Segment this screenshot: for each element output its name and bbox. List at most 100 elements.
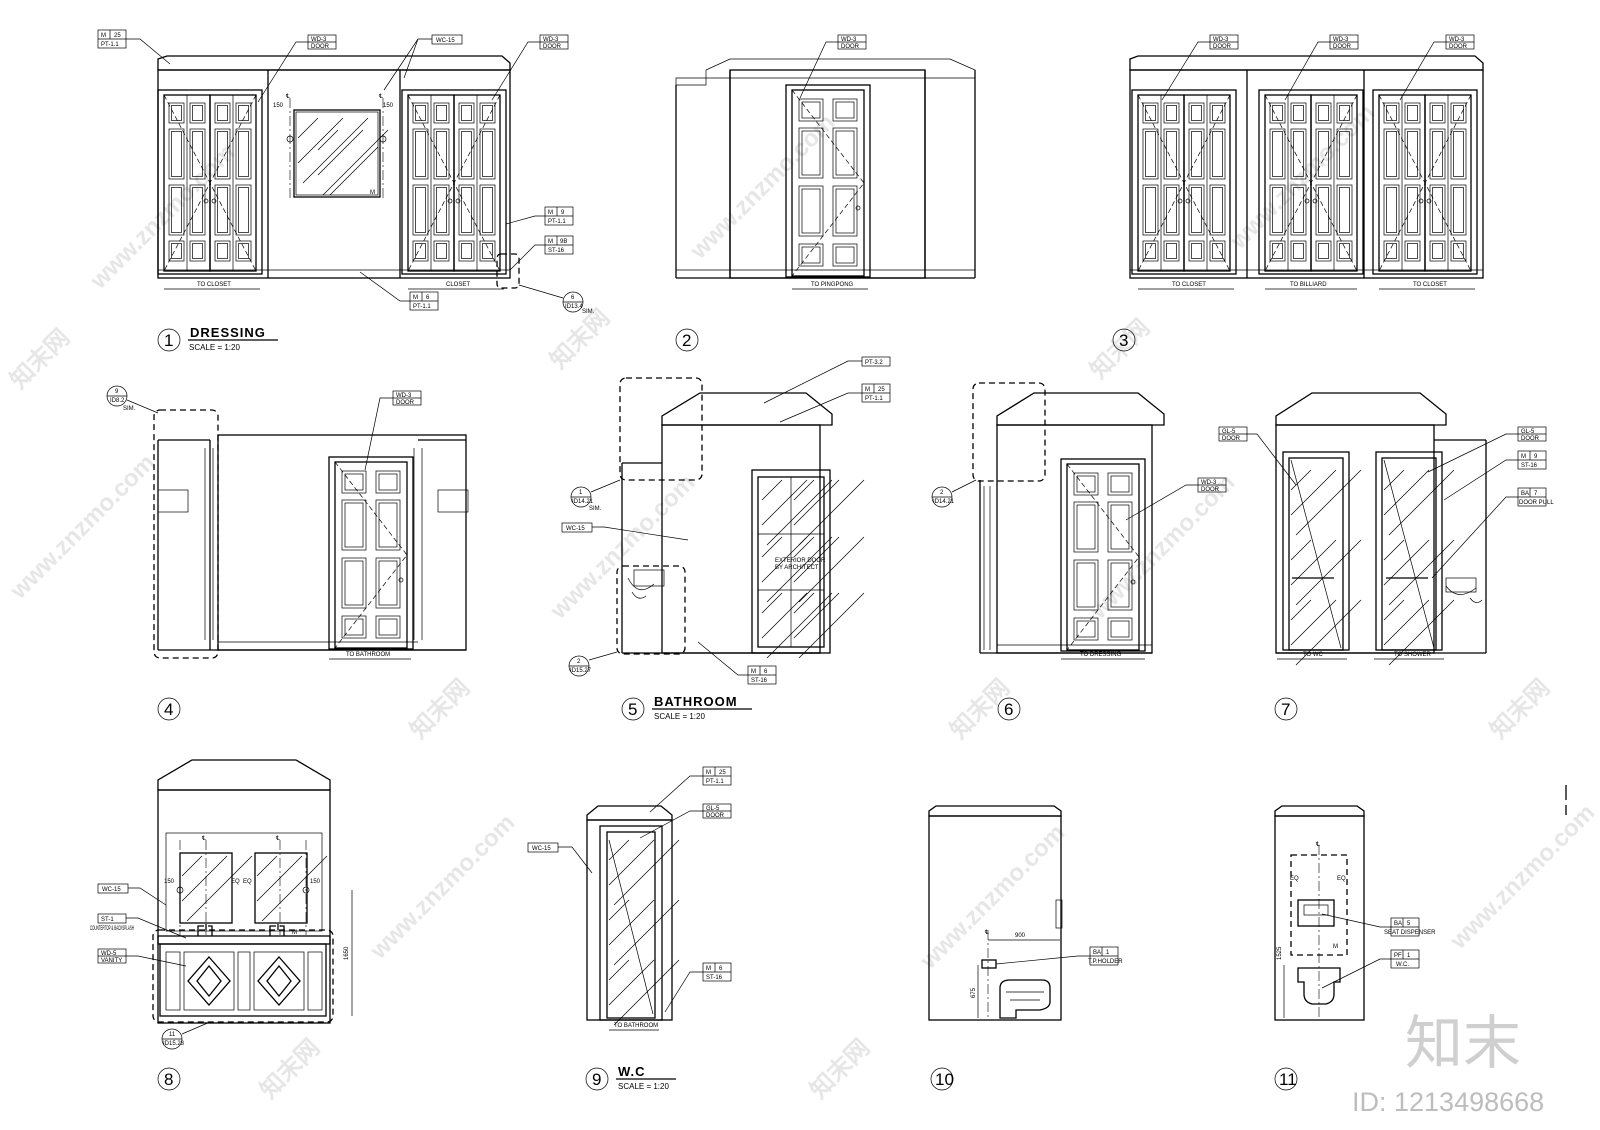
svg-text:DOOR: DOOR (543, 44, 562, 50)
svg-text:WD-3: WD-3 (1201, 480, 1217, 486)
tag-wc15: WC-15 (561, 522, 689, 541)
view-number: 7 (1281, 700, 1290, 719)
dim-900: 900 (1015, 933, 1026, 939)
svg-text:WC-15: WC-15 (532, 846, 551, 852)
view-title: W.C (618, 1064, 646, 1079)
view-title: BATHROOM (654, 694, 738, 709)
svg-text:9B: 9B (560, 239, 567, 245)
door-label: TO CLOSET (1172, 282, 1206, 288)
dim-1525: 1525 (1277, 946, 1283, 960)
svg-text:WC-15: WC-15 (102, 887, 121, 893)
tag-wc15: WC-15 (527, 842, 593, 874)
view-number: 6 (1004, 700, 1013, 719)
svg-text:DOOR: DOOR (1213, 44, 1232, 50)
tag-st1: ST-1 COUNTERTOP & BACKSPLASH (90, 913, 187, 939)
centerline-mark: ℄ (275, 836, 280, 842)
watermark-logo: 知末 (1405, 1009, 1521, 1077)
tag-pt32: PT-3.2 (763, 356, 891, 404)
svg-text:WD-3: WD-3 (1333, 37, 1349, 43)
svg-text:1: 1 (579, 490, 583, 496)
mirror-mark: M (1333, 944, 1338, 950)
svg-text:PT-1.1: PT-1.1 (101, 42, 119, 48)
dim-eq: EQ (1290, 876, 1299, 882)
dim-150: 150 (383, 103, 394, 109)
watermark-text: 知末网 (1485, 674, 1555, 744)
svg-text:ID8.2: ID8.2 (110, 398, 125, 404)
door-label: TO SHOWER (1394, 652, 1432, 658)
svg-text:COUNTERTOP & BACKSPLASH: COUNTERTOP & BACKSPLASH (90, 926, 134, 932)
svg-text:WD-3: WD-3 (1449, 37, 1465, 43)
svg-text:PT-1.1: PT-1.1 (865, 396, 883, 402)
svg-text:WC-15: WC-15 (566, 526, 585, 532)
svg-text:DOOR: DOOR (311, 44, 330, 50)
view-number: 11 (1279, 1070, 1297, 1089)
svg-text:BA: BA (1093, 950, 1101, 956)
svg-text:DOOR: DOOR (1449, 44, 1468, 50)
tag-wc15: WC-15 (383, 34, 463, 91)
svg-text:ID15.23: ID15.23 (163, 1041, 185, 1047)
door-label: TO PINGPONG (811, 282, 854, 288)
svg-text:GL-5: GL-5 (1222, 429, 1236, 435)
svg-text:M: M (751, 669, 756, 675)
door-label: TO BATHROOM (614, 1023, 658, 1029)
dim-150: 150 (164, 879, 175, 885)
door-label: TO BATHROOM (346, 652, 390, 658)
svg-text:DOOR: DOOR (1521, 436, 1540, 442)
svg-text:WD-3: WD-3 (841, 37, 857, 43)
svg-text:PF: PF (1394, 953, 1402, 959)
svg-text:DOOR: DOOR (1333, 44, 1352, 50)
dim-675: 675 (971, 987, 977, 998)
svg-text:WD-3: WD-3 (1213, 37, 1229, 43)
svg-text:6: 6 (571, 295, 575, 301)
view-number-bubble (157, 328, 181, 352)
centerline-mark: ℄ (984, 930, 989, 936)
svg-text:9: 9 (115, 389, 119, 395)
svg-text:WD-5: WD-5 (101, 951, 117, 957)
svg-text:GL-5: GL-5 (706, 806, 720, 812)
svg-text:PT-3.2: PT-3.2 (865, 360, 883, 366)
view-scale: SCALE = 1:20 (618, 1082, 669, 1091)
svg-text:25: 25 (878, 387, 885, 393)
svg-text:DOOR: DOOR (706, 813, 725, 819)
view-number: 1 (164, 331, 173, 350)
svg-text:BA: BA (1521, 491, 1529, 497)
svg-text:ID13.4: ID13.4 (565, 304, 583, 310)
svg-text:25: 25 (114, 33, 121, 39)
svg-text:PT-1.1: PT-1.1 (706, 779, 724, 785)
watermark-text: 知末网 (545, 304, 615, 374)
centerline-mark: ℄ (201, 836, 206, 842)
svg-text:ID14.21: ID14.21 (933, 499, 955, 505)
view-scale: SCALE = 1:20 (654, 712, 705, 721)
svg-text:ST-16: ST-16 (706, 975, 723, 981)
centerline-mark: ℄ (1315, 842, 1320, 848)
watermark-text: www.znzmo.com (914, 819, 1070, 975)
dim-150: 150 (310, 879, 321, 885)
svg-text:BA: BA (1394, 921, 1402, 927)
view-number: 9 (592, 1070, 601, 1089)
view-title: DRESSING (190, 325, 266, 340)
svg-text:7: 7 (1534, 491, 1538, 497)
svg-text:T.P.HOLDER: T.P.HOLDER (1088, 959, 1123, 965)
